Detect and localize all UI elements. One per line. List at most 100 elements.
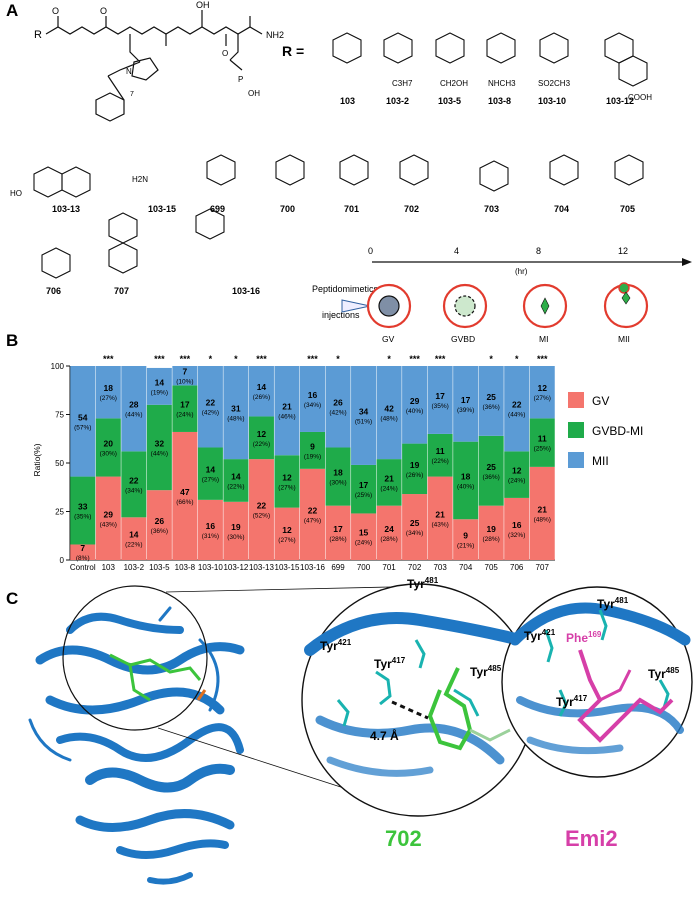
bar-gv-103 — [95, 476, 121, 560]
bar-percent: (39%) — [457, 407, 474, 414]
atom-oh2: OH — [248, 89, 260, 98]
bar-gvbd-mi-702 — [402, 443, 428, 495]
r-group-label: R — [34, 29, 42, 41]
overview-ligand — [109, 653, 207, 702]
y-tick-label: 25 — [55, 508, 64, 517]
bar-gv-103-13 — [248, 459, 274, 560]
atom-o1: O — [52, 6, 59, 16]
bar-percent: (28%) — [483, 536, 500, 543]
legend-mii: MII — [592, 454, 609, 468]
legend-gv: GV — [592, 394, 609, 408]
bar-count: 47 — [180, 487, 190, 497]
chain-count: 7 — [130, 91, 134, 98]
bar-gv-700 — [351, 513, 377, 560]
res-tyr417: Tyr417 — [374, 656, 406, 671]
bar-mii-103-16 — [299, 366, 326, 432]
bar-count: 14 — [155, 377, 165, 387]
bar-gvbd-mi-103-16 — [299, 431, 326, 469]
bar-percent: (47%) — [304, 517, 321, 524]
y-tick-label: 0 — [60, 556, 65, 565]
bar-percent: (21%) — [457, 543, 474, 550]
panel-c-label: C — [6, 589, 18, 608]
bar-count: 17 — [435, 391, 445, 401]
y-tick-label: 75 — [55, 411, 64, 420]
bar-count: 12 — [538, 383, 548, 393]
bar-count: 11 — [538, 434, 547, 444]
distance-label: 4.7 Å — [370, 728, 399, 743]
bar-count: 12 — [512, 466, 522, 476]
bar-count: 25 — [410, 518, 420, 528]
bar-count: 25 — [486, 392, 496, 402]
bar-gvbd-mi-103-12 — [223, 459, 249, 502]
emi2-tyr485: Tyr485 — [648, 666, 680, 681]
bar-percent: (48%) — [534, 516, 551, 523]
res-tyr485: Tyr485 — [470, 664, 502, 679]
cmp-707: 707 — [114, 286, 129, 296]
sub-103-15: H2N — [132, 175, 148, 184]
bar-count: 16 — [512, 520, 522, 530]
bar-percent: (34%) — [406, 530, 423, 537]
x-tick-label: 103-8 — [175, 563, 196, 572]
tick-4: 4 — [454, 246, 459, 256]
bar-mii-706 — [504, 366, 530, 452]
bar-percent: (44%) — [125, 412, 142, 419]
bar-percent: (40%) — [406, 408, 423, 415]
bar-percent: (24%) — [508, 478, 525, 485]
ligand-702-label: 702 — [385, 826, 422, 851]
significance-mark: *** — [154, 354, 165, 364]
bar-count: 22 — [129, 475, 139, 485]
bar-count: 26 — [333, 398, 343, 408]
atom-n: N — [126, 67, 132, 76]
atom-oh1: OH — [196, 0, 210, 10]
bar-gvbd-mi-703 — [427, 433, 453, 477]
bar-gv-103-10 — [197, 499, 223, 560]
gv-nucleus — [378, 295, 400, 317]
emi2-tyr417: Tyr417 — [556, 694, 588, 709]
bar-count: 42 — [384, 404, 394, 414]
significance-mark: * — [336, 354, 340, 364]
bar-mii-103-5 — [146, 367, 172, 405]
bar-percent: (8%) — [76, 555, 90, 562]
bar-count: 22 — [512, 400, 522, 410]
bar-count: 9 — [463, 531, 468, 541]
bar-gvbd-mi-706 — [504, 451, 530, 498]
x-tick-label: 700 — [357, 563, 371, 572]
x-tick-label: 103-10 — [198, 563, 223, 572]
bar-count: 29 — [410, 396, 420, 406]
x-tick-label: 103-13 — [249, 563, 274, 572]
bar-count: 15 — [359, 528, 369, 538]
bar-mii-103-12 — [223, 366, 249, 460]
bar-percent: (35%) — [74, 514, 91, 521]
bar-count: 21 — [282, 402, 292, 412]
bar-gv-703 — [427, 476, 453, 560]
significance-mark: *** — [537, 354, 548, 364]
x-tick-label: 703 — [433, 563, 447, 572]
bar-percent: (27%) — [278, 537, 295, 544]
bar-mii-700 — [351, 366, 377, 465]
atom-p: P — [238, 75, 243, 84]
atom-nh2: NH2 — [266, 30, 284, 40]
r-equals: R = — [282, 43, 304, 59]
bar-percent: (22%) — [253, 441, 270, 448]
x-tick-label: 706 — [510, 563, 524, 572]
bar-percent: (36%) — [483, 404, 500, 411]
bar-count: 21 — [384, 473, 394, 483]
y-tick-label: 100 — [51, 362, 65, 371]
bar-percent: (52%) — [253, 513, 270, 520]
bar-gv-103-16 — [299, 468, 326, 560]
bar-gvbd-mi-700 — [351, 464, 377, 514]
stage-mii: MII — [618, 334, 630, 344]
bar-count: 54 — [78, 412, 88, 422]
bar-percent: (40%) — [457, 483, 474, 490]
stage-gvbd: GVBD — [451, 334, 475, 344]
legend-swatch-gv — [568, 392, 584, 408]
bar-count: 21 — [538, 504, 548, 514]
bar-percent: (24%) — [176, 412, 193, 419]
bar-count: 7 — [183, 367, 188, 377]
bar-gvbd-mi-704 — [453, 441, 479, 520]
sub-103-5b: CH2OH — [440, 79, 468, 88]
bar-count: 22 — [206, 398, 216, 408]
zoom-line-top — [165, 586, 391, 593]
bar-mii-707 — [529, 366, 555, 419]
compound-rings — [33, 32, 648, 279]
